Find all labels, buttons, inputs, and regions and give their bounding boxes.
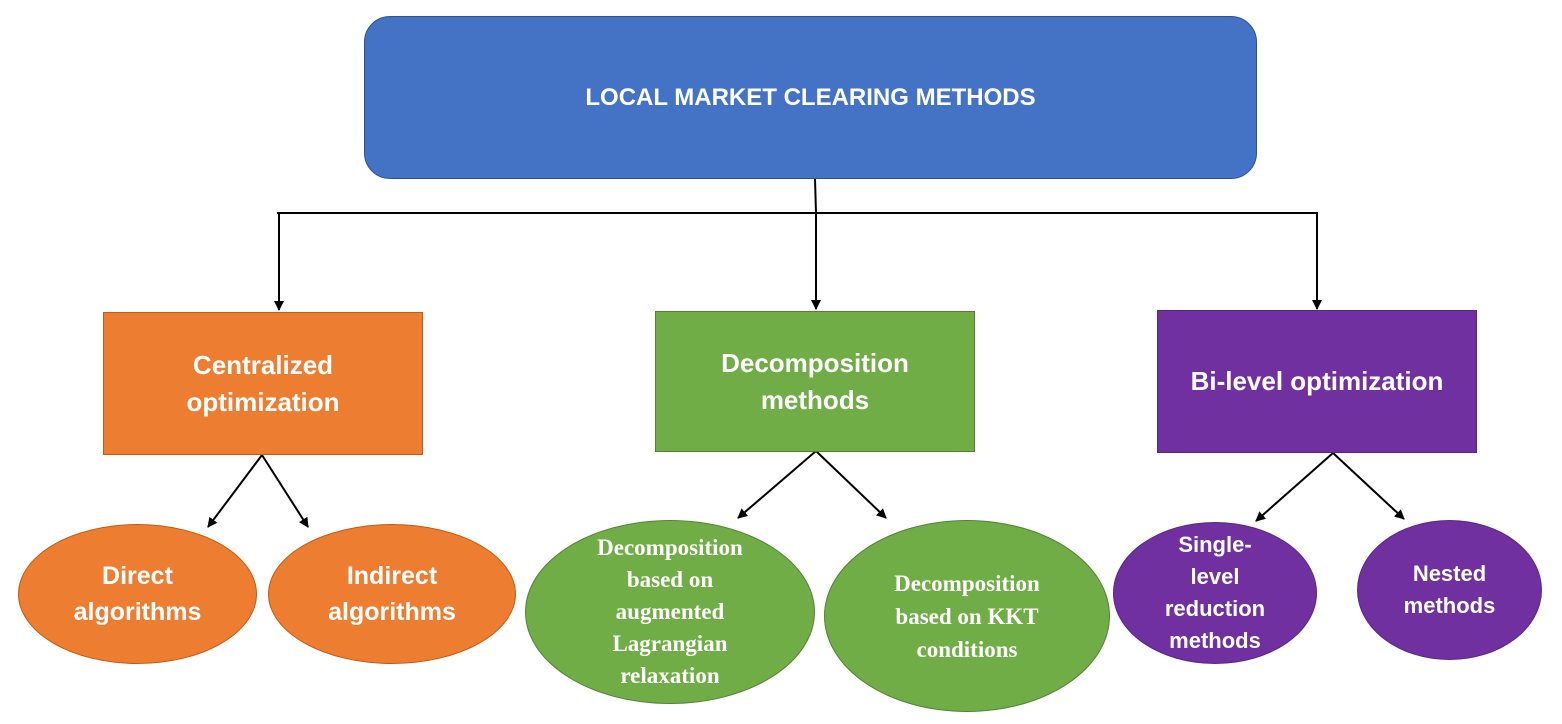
root-label: LOCAL MARKET CLEARING METHODS (585, 83, 1036, 111)
arrow-to-augmented-lagrangian (737, 450, 817, 519)
leaf-single-level-reduction: Single- level reduction methods (1113, 522, 1317, 664)
augmented-label-line-3: augmented (615, 599, 725, 624)
indirect-label-line-2: algorithms (328, 598, 456, 626)
category-centralized-optimization: Centralized optimization (103, 312, 423, 455)
leaf-indirect-algorithms: Indirect algorithms (268, 524, 516, 664)
arrow-to-nested (1332, 452, 1405, 520)
augmented-label-line-4: Lagrangian (612, 631, 728, 656)
augmented-label-line-2: based on (626, 567, 714, 592)
leaf-augmented-lagrangian-relaxation: Decomposition based on augmented Lagrang… (525, 520, 815, 704)
indirect-label-line-1: Indirect (346, 562, 438, 590)
decomposition-label-line-2: methods (760, 384, 870, 415)
arrow-to-kkt (815, 450, 887, 519)
root-stem-line (814, 178, 817, 214)
single-level-label-line-4: methods (1169, 628, 1261, 653)
root-node: LOCAL MARKET CLEARING METHODS (364, 16, 1257, 179)
single-level-label-line-1: Single- (1178, 532, 1252, 557)
nested-label-line-2: methods (1403, 593, 1496, 618)
single-level-label-line-2: level (1190, 564, 1240, 589)
centralized-label-line-2: optimization (186, 386, 340, 417)
augmented-label-line-1: Decomposition (597, 535, 743, 560)
kkt-label-line-3: conditions (916, 636, 1018, 662)
decomposition-label-line-1: Decomposition (721, 347, 909, 378)
single-level-label-line-3: reduction (1164, 596, 1266, 621)
centralized-label-line-1: Centralized (192, 349, 334, 380)
arrow-to-indirect (261, 454, 309, 528)
leaf-direct-algorithms: Direct algorithms (18, 524, 257, 664)
bilevel-label-line-1: Bi-level optimization (1190, 366, 1444, 396)
arrow-to-single-level (1255, 452, 1334, 522)
leaf-kkt-conditions: Decomposition based on KKT conditions (824, 520, 1110, 712)
category-bilevel-optimization: Bi-level optimization (1157, 310, 1477, 453)
leaf-nested-methods: Nested methods (1357, 520, 1542, 660)
kkt-label-line-2: based on KKT (895, 603, 1039, 629)
category-decomposition-methods: Decomposition methods (655, 311, 975, 452)
arrow-to-direct (207, 454, 263, 528)
nested-label-line-1: Nested (1412, 561, 1487, 586)
kkt-label-line-1: Decomposition (894, 570, 1040, 596)
augmented-label-line-5: relaxation (620, 663, 720, 688)
direct-label-line-2: algorithms (73, 598, 202, 626)
direct-label-line-1: Direct (102, 562, 173, 590)
